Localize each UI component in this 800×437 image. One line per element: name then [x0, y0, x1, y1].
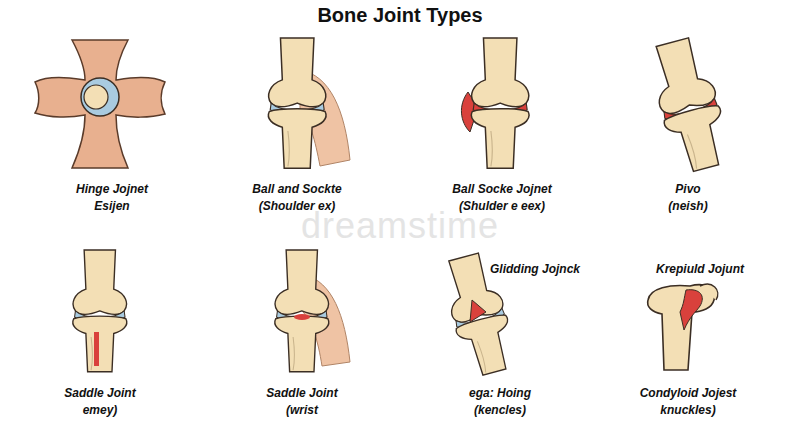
bone-shape	[700, 284, 718, 300]
watermark: dreamstime	[301, 206, 499, 246]
cartilage-shape	[294, 314, 310, 320]
joint-label: Saddle Joint	[266, 386, 337, 401]
cartilage-shape	[470, 300, 486, 322]
ball-socket-figure	[461, 38, 529, 168]
joint-label: emey)	[83, 403, 118, 418]
joint-bones	[471, 38, 529, 168]
joint-label: Saddle Joint	[64, 386, 135, 401]
tissue-shape	[35, 40, 165, 168]
joint-label: Krepiuld Jojunt	[656, 262, 744, 277]
joint-head	[84, 85, 108, 109]
joint-bones	[275, 250, 329, 372]
joint-label: Ball Socke Jojnet	[452, 182, 551, 197]
pivot-figure	[644, 35, 733, 176]
joint-label: (wrist	[286, 403, 318, 418]
joint-label: Glidding Jojnck	[490, 262, 580, 277]
condyloid-figure	[648, 284, 718, 370]
joint-label: knuckles)	[660, 403, 715, 418]
joint-label: Esijen	[94, 199, 129, 214]
joint-bones	[268, 38, 326, 168]
joint-label: Ball and Sockte	[252, 182, 341, 197]
saddle-figure	[275, 250, 350, 372]
cartilage-shape	[680, 290, 702, 330]
cartilage-strip	[94, 332, 99, 366]
ball-socket-figure	[268, 38, 350, 168]
joint-label: Pivo	[675, 182, 700, 197]
joint-label: Condyloid Jojest	[640, 386, 737, 401]
joint-socket	[81, 78, 119, 116]
saddle-figure	[73, 250, 127, 372]
title: Bone Joint Types	[317, 3, 482, 27]
joint-label: ega: Hoing	[469, 386, 531, 401]
joint-bones	[644, 35, 733, 176]
joint-bones	[73, 250, 127, 372]
hinge-figure	[35, 40, 165, 168]
joint-label: (kencles)	[474, 403, 526, 418]
bone-shape	[648, 285, 715, 370]
joint-label: (neish)	[668, 199, 707, 214]
joint-label: Hinge Jojnet	[76, 182, 148, 197]
